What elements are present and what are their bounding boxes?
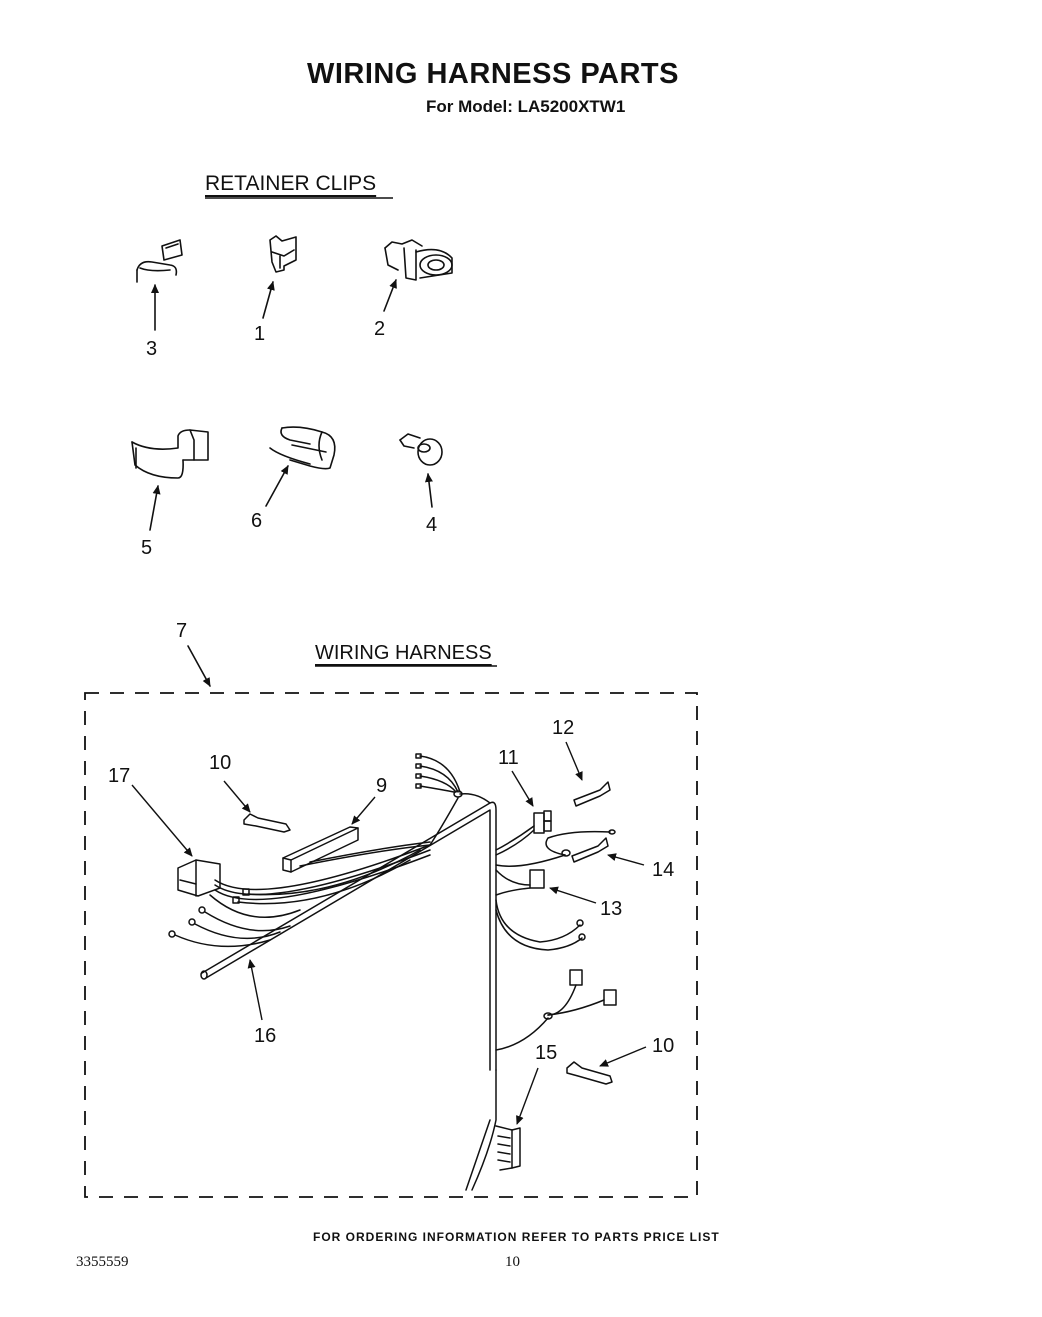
callout-1: 1 xyxy=(254,323,266,345)
callout-2: 2 xyxy=(374,318,386,340)
callout-10-left: 10 xyxy=(209,752,232,774)
retainer-clip-4-icon xyxy=(399,433,443,466)
model-subtitle: For Model: LA5200XTW1 xyxy=(426,97,626,116)
callout-17: 17 xyxy=(108,765,131,787)
retainer-clip-2-icon xyxy=(384,239,453,281)
retainer-clips-heading: RETAINER CLIPS xyxy=(205,172,377,195)
callout-3: 3 xyxy=(146,338,158,360)
arrow-6 xyxy=(265,465,289,507)
callout-6: 6 xyxy=(251,510,263,532)
arrow-5 xyxy=(149,485,161,531)
arrow-4 xyxy=(424,473,433,508)
callout-5: 5 xyxy=(141,537,153,559)
callout-13: 13 xyxy=(600,898,623,920)
arrow-2 xyxy=(383,279,397,312)
retainer-clip-5-icon xyxy=(131,429,209,479)
page-number: 10 xyxy=(505,1254,520,1270)
retainer-clip-1-icon xyxy=(269,235,297,273)
callout-4: 4 xyxy=(426,514,438,536)
ordering-info-note: FOR ORDERING INFORMATION REFER TO PARTS … xyxy=(313,1230,720,1244)
page-title: WIRING HARNESS PARTS xyxy=(307,58,679,90)
callout-7: 7 xyxy=(176,620,188,642)
callout-11: 11 xyxy=(498,747,519,769)
callout-9: 9 xyxy=(376,775,388,797)
callout-12: 12 xyxy=(552,717,575,739)
arrow-7 xyxy=(187,645,211,687)
callout-10-right: 10 xyxy=(652,1035,675,1057)
callout-15: 15 xyxy=(535,1042,558,1064)
retainer-clip-6-icon xyxy=(269,426,336,470)
harness-boundary xyxy=(84,692,698,1198)
arrow-1 xyxy=(262,281,275,319)
wiring-harness-icon xyxy=(168,753,617,1191)
retainer-clip-3-icon xyxy=(136,239,183,283)
callout-14: 14 xyxy=(652,859,675,881)
document-number: 3355559 xyxy=(76,1254,129,1270)
callout-16: 16 xyxy=(254,1025,277,1047)
wiring-harness-heading: WIRING HARNESS xyxy=(315,642,492,664)
